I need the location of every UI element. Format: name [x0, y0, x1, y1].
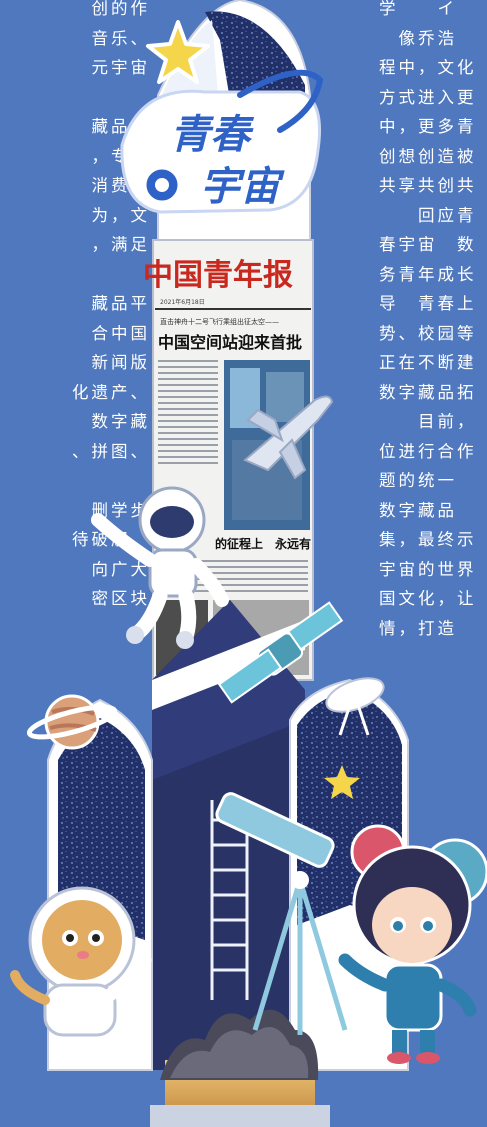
text-line: 题的统一 [379, 471, 457, 490]
text-line: 方式进入更 [379, 87, 477, 107]
satellite-icon [217, 601, 344, 704]
text-line: 为，文 [91, 205, 150, 225]
right-text-column: 学 イ 像乔浩 程中，文化 方式进入更 中，更多青 创想创造被 共享共创共 回应… [379, 0, 487, 643]
text-line: 目前， [379, 412, 477, 431]
left-text-column: 创的作 音乐、 元宇宙 藏品有 ，专家 消费者 为，文 ，满足 藏品平 合中国 … [0, 0, 150, 614]
text-line: 数字藏品拓 [379, 382, 477, 402]
text-line: 程中，文化 [379, 58, 477, 77]
text-line: 宇宙的世界 [379, 559, 477, 579]
text-line: 势、校园等 [379, 323, 477, 343]
text-line: 新闻版 [91, 353, 150, 372]
text-line: 务青年成长 [379, 264, 477, 284]
text-line: 国文化，让 [379, 589, 477, 608]
qingchun-yuzhou-logo: 青春 宇宙 [120, 69, 324, 214]
airplane-icon [243, 395, 334, 480]
text-line: 导 青春上 [379, 294, 477, 313]
text-line: 删学步 [91, 500, 150, 520]
star-icon [146, 20, 210, 84]
girl-character-icon [338, 845, 477, 1064]
telescope-icon [215, 792, 348, 1035]
text-line: 学 イ [379, 0, 457, 18]
text-line: 集，最终示 [379, 530, 477, 549]
astronaut-icon [91, 486, 229, 649]
text-line: 中，更多青 [379, 117, 477, 136]
newspaper-subhead: 的征程上 永远有 [215, 536, 311, 551]
star-icon [324, 765, 360, 799]
text-line: 、拼图、 [72, 441, 150, 461]
radar-dish-icon [325, 677, 385, 736]
cat-astronaut-icon [10, 886, 152, 1037]
newspaper-headline: 中国空间站迎来首批 [158, 333, 302, 352]
logo-line-1: 青春 [170, 112, 255, 158]
text-line: 正在不断建 [379, 353, 477, 372]
planet-icon [26, 694, 118, 750]
text-line: 位进行合作 [379, 441, 477, 461]
text-line: 情，打造 [379, 618, 457, 638]
newspaper-date: 2021年6月18日 [160, 298, 205, 306]
ladder-icon [210, 800, 249, 1000]
text-line: 创想创造被 [379, 146, 477, 166]
text-line: 数字藏品 [379, 500, 457, 520]
text-line: 密区块 [91, 589, 150, 608]
text-line: ，满足 [91, 235, 150, 254]
logo-line-2: 宇宙 [200, 164, 285, 210]
newspaper-masthead: 中国青年报 [143, 258, 293, 293]
text-line: 共享共创共 [379, 176, 477, 195]
text-line: 回应青 [379, 205, 477, 225]
text-line: 数字藏 [91, 412, 150, 431]
text-line: 化遗产、 [72, 382, 150, 402]
text-line: 向广大 [91, 559, 150, 579]
newspaper-kicker: 直击神舟十二号飞行乘组出征太空—— [160, 317, 279, 326]
text-line: 元宇宙 [91, 58, 150, 77]
rocket-exhaust [150, 1009, 330, 1127]
text-line: 合中国 [91, 323, 150, 343]
text-line: 音乐、 [91, 28, 150, 48]
text-line: 春宇宙 数 [379, 235, 477, 254]
text-line: 藏品平 [91, 294, 150, 313]
text-line: 创的作 [91, 0, 150, 18]
text-line: 像乔浩 [379, 28, 457, 48]
